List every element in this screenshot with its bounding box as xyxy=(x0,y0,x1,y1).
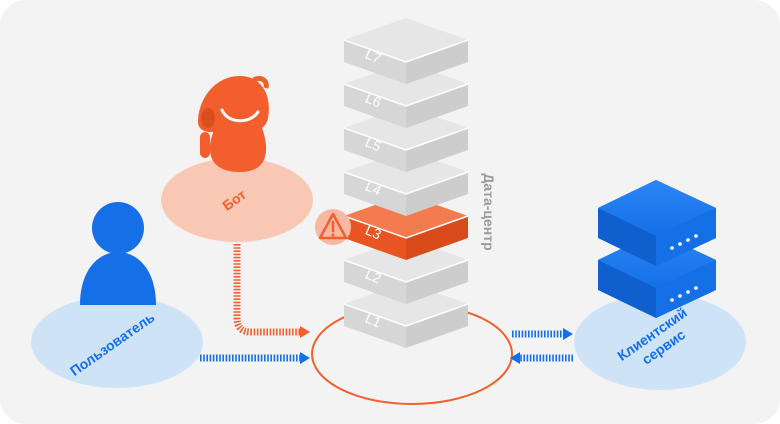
layer-label-l5: L5 xyxy=(363,134,384,155)
datacenter-label: Дата-центр xyxy=(481,173,497,250)
client-service-bubble xyxy=(574,294,746,390)
layer-label-l2: L2 xyxy=(363,266,384,287)
service-to-datacenter-arrow xyxy=(510,352,573,364)
bot-node: Бот xyxy=(161,75,313,242)
server-icon xyxy=(598,180,716,318)
layer-l7: L7 xyxy=(343,18,469,84)
layer-label-l7: L7 xyxy=(363,46,384,67)
layer-label-l6: L6 xyxy=(363,90,384,111)
bot-to-datacenter-arrow xyxy=(233,244,310,338)
user-bubble xyxy=(31,296,203,388)
datacenter-stack: L1 L2 L3 L4 L5 L6 L7 xyxy=(343,18,469,348)
client-service-node: Клиентский сервис xyxy=(574,180,746,390)
datacenter-to-service-arrow xyxy=(512,328,573,340)
layer-label-l1: L1 xyxy=(363,310,384,331)
user-node: Пользователь xyxy=(31,202,203,388)
user-to-datacenter-arrow xyxy=(200,352,310,364)
robot-icon xyxy=(198,75,269,172)
bot-bubble xyxy=(161,158,313,242)
user-icon xyxy=(80,202,156,305)
warning-icon xyxy=(315,209,351,245)
layer-label-l3: L3 xyxy=(363,222,384,243)
layer-label-l4: L4 xyxy=(363,178,384,199)
